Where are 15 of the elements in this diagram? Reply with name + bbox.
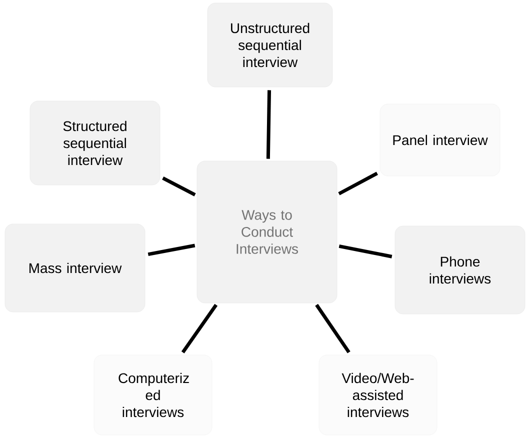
topic-box: Structured sequential interview [30,100,160,186]
center-box: Ways to Conduct Interviews [196,160,338,304]
topic-box: Unstructured sequential interview [207,2,333,88]
connector-line [338,244,392,258]
topic-box: Computeriz ed interviews [94,354,212,436]
topic-box: Phone interviews [394,226,526,314]
connector-line [162,176,196,196]
topic-box: Panel interview [380,104,500,176]
connector-line [148,244,196,256]
topic-box: Mass interview [4,224,146,312]
connector-line [266,90,272,159]
connector-line [181,304,218,354]
connector-line [338,172,378,196]
connector-line [315,304,350,354]
topic-box: Video/Web- assisted interviews [318,354,438,436]
